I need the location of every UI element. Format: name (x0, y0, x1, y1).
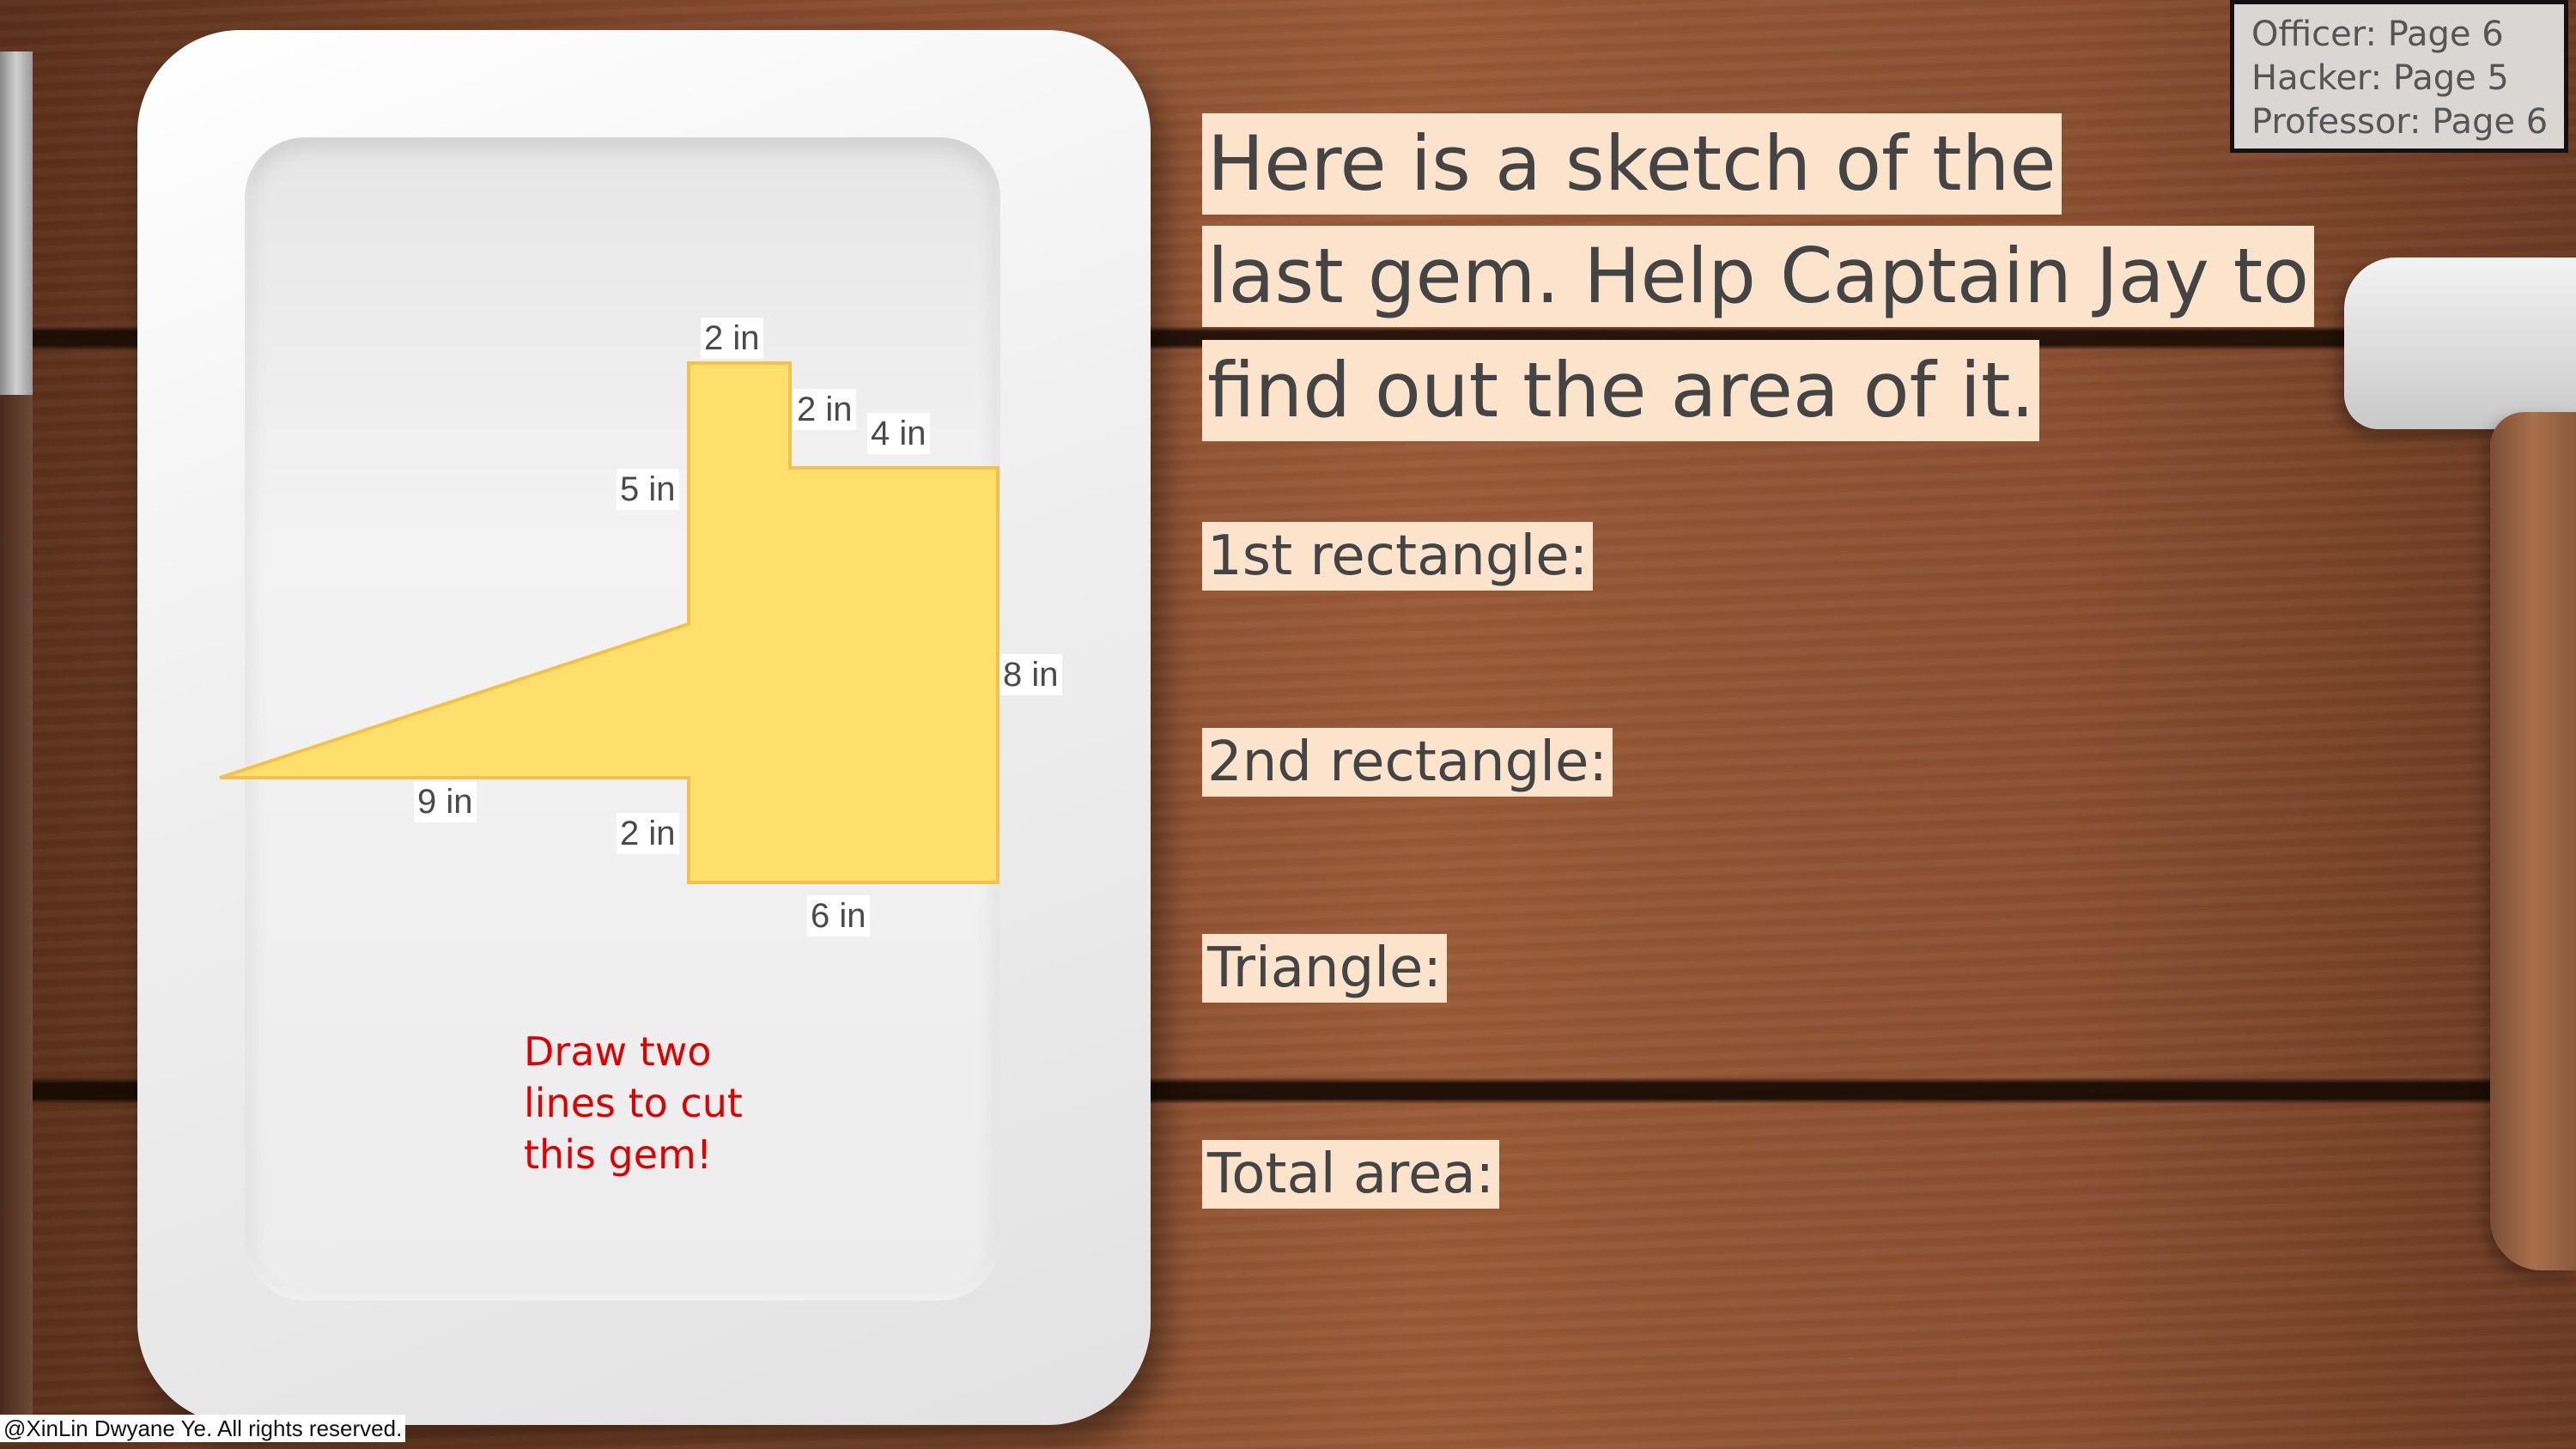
dim-bottom-left-height: 2 in (617, 813, 679, 854)
cut-hint-text: Draw two lines to cut this gem! (524, 1028, 743, 1178)
officer-page: Officer: Page 6 (2251, 15, 2504, 54)
hammer-handle (2490, 412, 2576, 1270)
label-total-area: Total area: (1202, 1140, 1500, 1209)
role-pages-box: Officer: Page 6 Hacker: Page 5 Professor… (2230, 0, 2568, 153)
hammer-head (2344, 258, 2576, 429)
yellow-gem-polygon (219, 361, 999, 884)
dim-bottom-width: 6 in (807, 895, 870, 937)
label-first-rectangle: 1st rectangle: (1202, 522, 1594, 591)
heading-line-1: Here is a sketch of the (1202, 113, 2062, 215)
screwdriver-shaft (0, 52, 33, 395)
heading-line-2: last gem. Help Captain Jay to (1202, 226, 2315, 327)
heading-line-3: find out the area of it. (1202, 340, 2040, 441)
label-second-rectangle: 2nd rectangle: (1202, 728, 1613, 797)
dim-triangle-base: 9 in (414, 781, 477, 822)
hacker-page: Hacker: Page 5 (2251, 58, 2509, 98)
dim-step-width: 4 in (867, 413, 930, 454)
copyright-notice: @XinLin Dwyane Ye. All rights reserved. (0, 1415, 406, 1442)
dim-top-width: 2 in (701, 318, 763, 359)
dim-right-height: 8 in (999, 654, 1062, 695)
dim-left-height: 5 in (617, 469, 679, 510)
label-triangle: Triangle: (1202, 934, 1447, 1003)
professor-page: Professor: Page 6 (2251, 102, 2549, 142)
dim-notch-height: 2 in (793, 389, 856, 430)
